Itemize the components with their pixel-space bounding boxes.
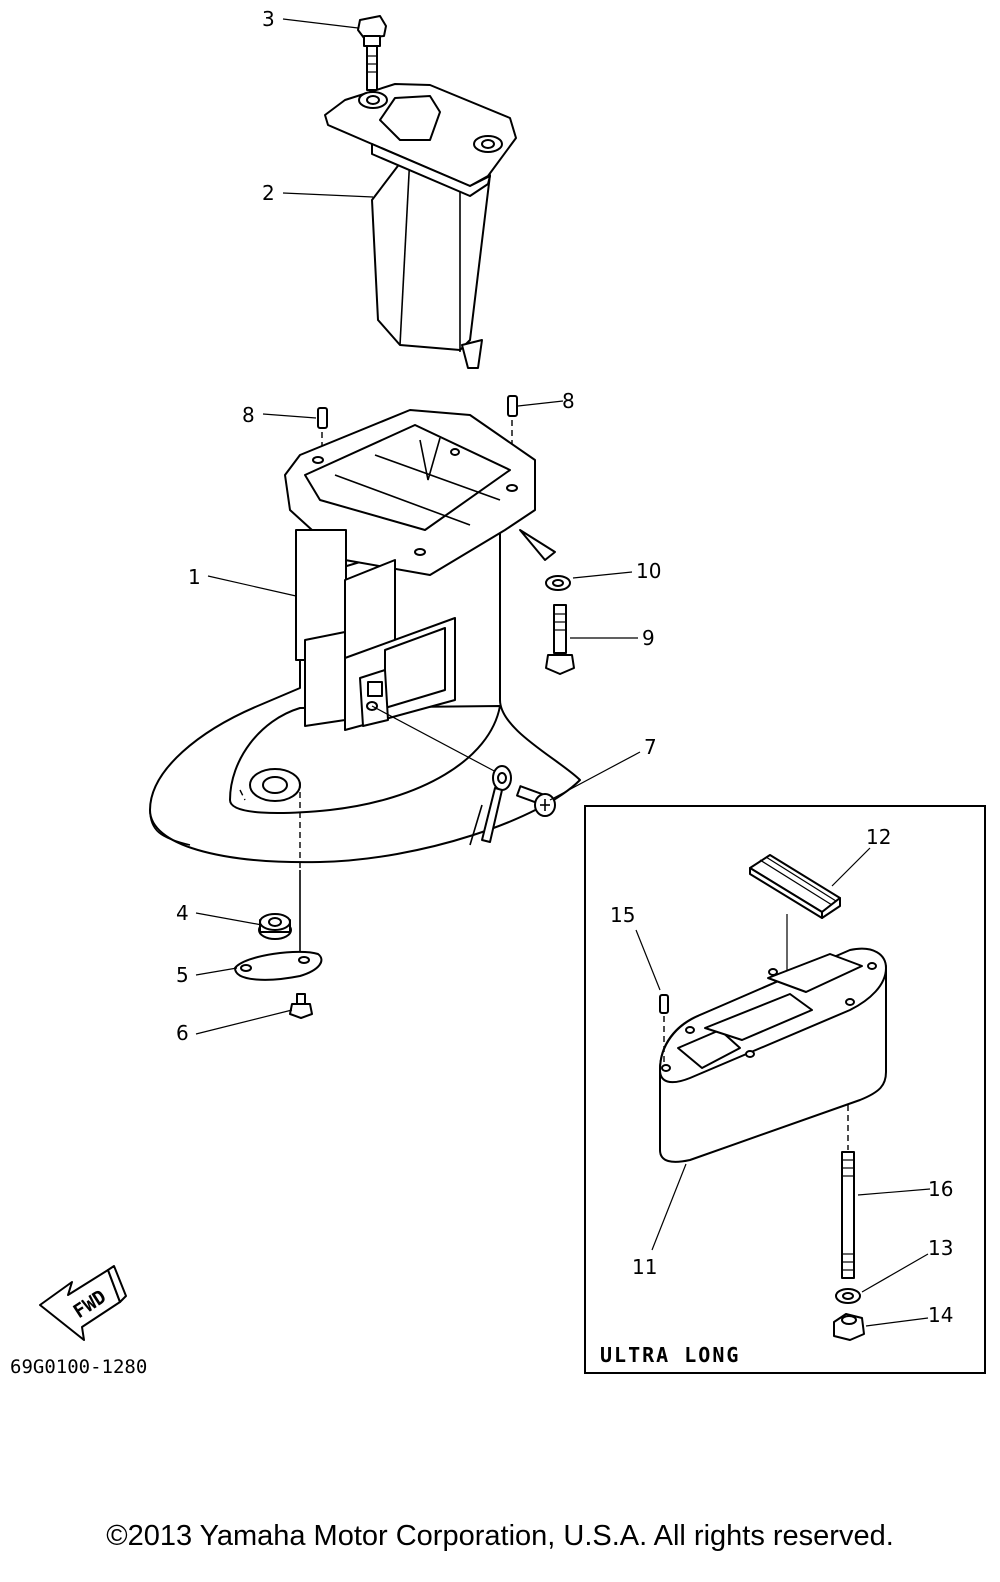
part-9-bolt xyxy=(545,604,575,675)
callout-10: 10 xyxy=(636,559,661,583)
callout-13: 13 xyxy=(928,1236,953,1260)
callout-8-right: 8 xyxy=(562,389,575,413)
part-6-bolt xyxy=(289,993,313,1019)
copyright-notice: ©2013 Yamaha Motor Corporation, U.S.A. A… xyxy=(106,1520,894,1552)
fwd-arrow: FWD xyxy=(39,1265,127,1341)
diagram-code: 69G0100-1280 xyxy=(10,1356,147,1378)
part-13-washer xyxy=(835,1288,861,1304)
callout-8-left: 8 xyxy=(242,403,255,427)
part-2-upper-casing xyxy=(324,83,517,369)
callout-2: 2 xyxy=(262,181,275,205)
callout-7: 7 xyxy=(644,735,657,759)
callout-1: 1 xyxy=(188,565,201,589)
callout-5: 5 xyxy=(176,963,189,987)
part-3-bolt xyxy=(357,15,387,91)
ground-lead-wire xyxy=(371,705,512,846)
part-12-seal xyxy=(749,854,841,919)
part-5-gasket xyxy=(234,950,323,981)
part-7-screw xyxy=(516,785,556,817)
callout-9: 9 xyxy=(642,626,655,650)
part-14-nut xyxy=(833,1313,865,1341)
callout-14: 14 xyxy=(928,1303,953,1327)
ultra-long-inset: ULTRA LONG xyxy=(584,805,986,1374)
part-11-spacer xyxy=(659,947,887,1163)
callout-4: 4 xyxy=(176,901,189,925)
callout-12: 12 xyxy=(866,825,891,849)
part-15-dowel-pin xyxy=(659,994,669,1062)
callout-leader-lines xyxy=(195,18,641,1035)
callout-16: 16 xyxy=(928,1177,953,1201)
part-1-upper-casing-body xyxy=(149,409,581,864)
part-10-washer xyxy=(545,575,571,591)
part-4-grommet xyxy=(258,913,292,940)
callout-11: 11 xyxy=(632,1255,657,1279)
part-callouts: 3 2 1 8 8 10 9 7 4 5 6 12 15 16 13 11 14 xyxy=(176,7,953,1327)
part-16-stud-bolt xyxy=(841,1105,855,1279)
inset-title: ULTRA LONG xyxy=(600,1343,740,1367)
callout-6: 6 xyxy=(176,1021,189,1045)
callout-15: 15 xyxy=(610,903,635,927)
callout-3: 3 xyxy=(262,7,275,31)
